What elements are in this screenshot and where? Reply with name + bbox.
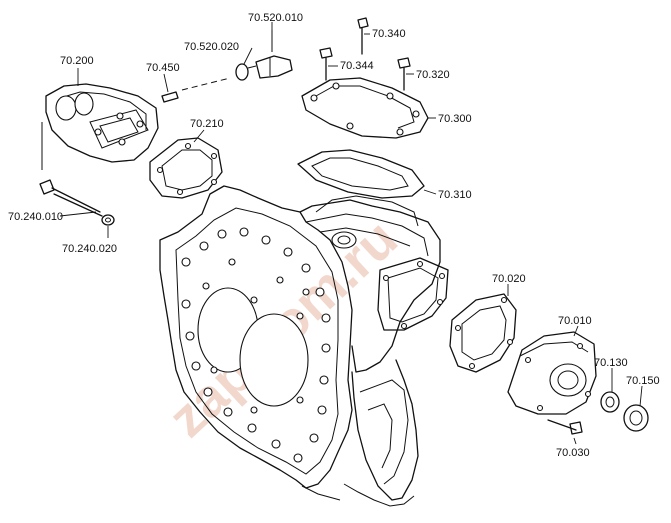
part-70-300-cover: [301, 77, 429, 139]
leader-lines: [59, 22, 643, 445]
part-70-030-bolt: [547, 419, 583, 435]
part-70-130-seal: [600, 391, 620, 413]
label-70-020: 70.020: [492, 273, 526, 285]
part-70-020-gasket: [449, 293, 517, 373]
transmission-housing: [159, 185, 449, 507]
label-70-200: 70.200: [60, 55, 94, 67]
part-70-520-sensor: [235, 30, 293, 81]
part-70-200-housing: [41, 83, 159, 170]
part-70-310-gasket: [297, 149, 425, 199]
label-70-310: 70.310: [438, 189, 472, 201]
label-70-210: 70.210: [190, 118, 224, 130]
label-70-240-010: 70.240.010: [8, 211, 63, 223]
label-70-300: 70.300: [438, 113, 472, 125]
label-70-344: 70.344: [340, 60, 374, 72]
part-labels: 70.520.010 70.520.020 70.340 70.344 70.3…: [8, 12, 660, 459]
label-70-520-020: 70.520.020: [184, 41, 239, 53]
label-70-130: 70.130: [594, 357, 628, 369]
part-bolts-top: [319, 17, 411, 91]
label-70-520-010: 70.520.010: [248, 12, 303, 24]
part-70-010-cover: [507, 331, 597, 415]
label-70-240-020: 70.240.020: [62, 243, 117, 255]
label-70-340: 70.340: [372, 28, 406, 40]
label-70-030: 70.030: [556, 447, 590, 459]
part-70-450-pin: [161, 77, 231, 103]
label-70-320: 70.320: [416, 69, 450, 81]
part-70-150-bearing: [623, 404, 649, 432]
label-70-150: 70.150: [626, 375, 660, 387]
label-70-450: 70.450: [146, 62, 180, 74]
label-70-010: 70.010: [558, 315, 592, 327]
part-70-210-gasket: [149, 137, 223, 199]
